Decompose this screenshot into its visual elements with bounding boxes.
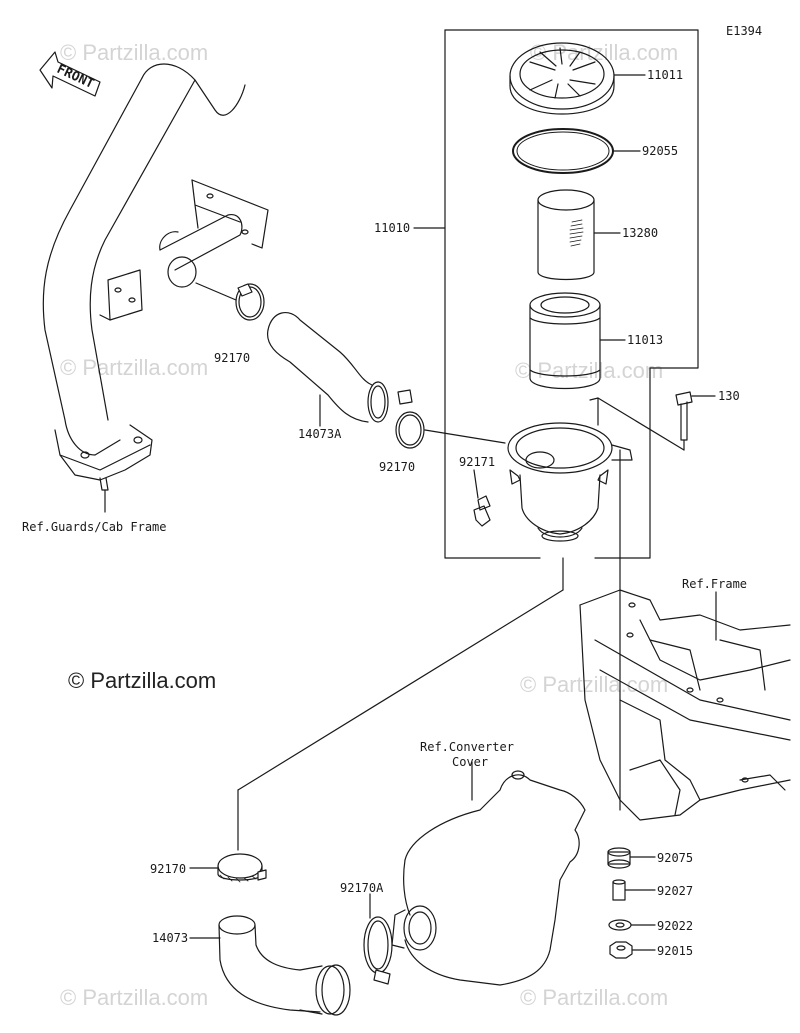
- washer-92022: [608, 919, 656, 931]
- watermark: © Partzilla.com: [520, 672, 669, 697]
- hose-clamp-92170-upper: [195, 282, 265, 321]
- watermark: © Partzilla.com: [60, 355, 209, 380]
- converter-cover: [391, 761, 586, 986]
- watermark: © Partzilla.com: [520, 985, 669, 1010]
- part-label-92170A[interactable]: 92170A: [340, 881, 384, 895]
- watermark: © Partzilla.com: [530, 40, 679, 65]
- part-label-11013[interactable]: 11013: [627, 333, 664, 347]
- hose-clamp-92170A: [363, 893, 393, 985]
- mounting-bracket: [99, 179, 269, 321]
- collar-92027: [612, 879, 656, 901]
- vehicle-frame: [579, 589, 791, 821]
- part-label-11010[interactable]: 11010: [374, 221, 411, 235]
- part-label-92170-upper[interactable]: 92170: [214, 351, 251, 365]
- nut-92015: [609, 941, 656, 959]
- part-label-14073[interactable]: 14073: [152, 931, 189, 945]
- diagram-id: E1394: [726, 24, 763, 38]
- part-label-13280[interactable]: 13280: [622, 226, 659, 240]
- front-arrow-icon: FRONT: [39, 51, 101, 97]
- part-label-92055[interactable]: 92055: [642, 144, 679, 158]
- cab-frame-tube: [42, 63, 246, 513]
- watermark: © Partzilla.com: [60, 40, 209, 65]
- part-label-92170-lower[interactable]: 92170: [150, 862, 187, 876]
- hose-clamp-92170-middle: [395, 389, 506, 449]
- front-label: FRONT: [54, 62, 96, 92]
- pre-filter-13280: [537, 189, 621, 281]
- o-ring-92055: [512, 128, 641, 174]
- leader-line: [237, 589, 564, 791]
- filter-element-11013: [529, 292, 626, 390]
- ref-converter-cover-line2: Cover: [452, 755, 489, 769]
- part-label-92027[interactable]: 92027: [657, 884, 694, 898]
- watermark: © Partzilla.com: [60, 985, 209, 1010]
- part-label-92170-middle[interactable]: 92170: [379, 460, 416, 474]
- ref-guards-cab-frame: Ref.Guards/Cab Frame: [22, 520, 167, 534]
- hose-clamp-92170-lower: [189, 853, 267, 883]
- grommet-92075: [607, 847, 656, 869]
- part-label-92022[interactable]: 92022: [657, 919, 694, 933]
- air-cleaner-assembly-bracket: [413, 29, 699, 559]
- part-label-92171[interactable]: 92171: [459, 455, 496, 469]
- part-label-130[interactable]: 130: [718, 389, 740, 403]
- clip-92171: [473, 469, 491, 527]
- copyright-notice: © Partzilla.com: [68, 668, 217, 693]
- intake-hose-14073A: [266, 312, 389, 427]
- part-label-92015[interactable]: 92015: [657, 944, 694, 958]
- ref-frame: Ref.Frame: [682, 577, 748, 591]
- part-label-14073A[interactable]: 14073A: [298, 427, 342, 441]
- air-cleaner-housing: [507, 397, 633, 811]
- duct-hose-14073: [189, 915, 351, 1016]
- part-label-92075[interactable]: 92075: [657, 851, 694, 865]
- part-label-11011[interactable]: 11011: [647, 68, 684, 82]
- bolt-130: [597, 391, 716, 451]
- watermark: © Partzilla.com: [515, 358, 664, 383]
- air-cleaner-cap-11011: [509, 42, 646, 115]
- ref-converter-cover-line1: Ref.Converter: [420, 740, 514, 754]
